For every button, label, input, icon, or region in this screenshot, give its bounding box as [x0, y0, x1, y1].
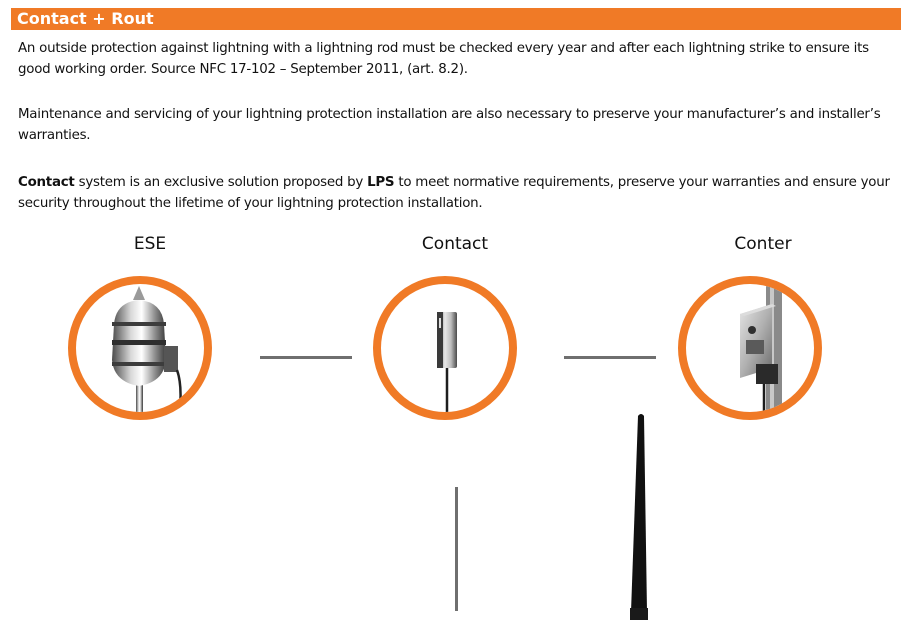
- ese-circle: [68, 276, 212, 420]
- title-contact: Contact: [421, 234, 489, 254]
- contact-counter-device-icon: [437, 312, 457, 412]
- title-conter: Conter: [734, 234, 792, 254]
- antenna-icon: [630, 414, 648, 620]
- title-ese: ESE: [133, 234, 167, 254]
- paragraph-maintenance: Maintenance and servicing of your lightn…: [18, 107, 881, 143]
- contact-circle: [373, 276, 517, 420]
- section-header: Contact + Rout: [11, 8, 901, 30]
- p3-text-1: system is an exclusive solution proposed…: [74, 175, 368, 190]
- lightning-rod-ese-icon: [112, 286, 182, 412]
- section-title: Contact + Rout: [17, 9, 154, 28]
- conter-circle: [678, 276, 822, 420]
- connector-contact-conter: [564, 356, 656, 359]
- connector-contact-down: [455, 487, 458, 611]
- lightning-counter-icon: [740, 284, 782, 412]
- contact-bold: Contact: [18, 175, 75, 190]
- connector-ese-contact: [260, 356, 352, 359]
- p3-text-2: to meet normative requirements, preserve…: [18, 175, 890, 211]
- lps-bold: LPS: [367, 175, 395, 190]
- paragraph-inspection: An outside protection against lightning …: [18, 41, 869, 77]
- paragraph-contact-system: Contact system is an exclusive solution …: [18, 172, 902, 214]
